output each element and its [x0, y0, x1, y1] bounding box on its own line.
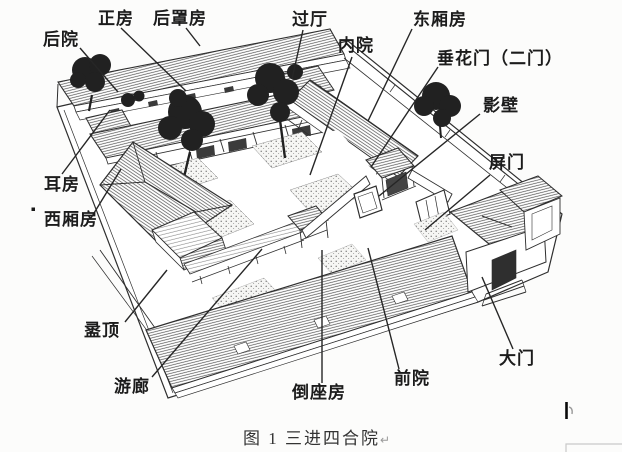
- label-festooned-gate: 垂花门（二门）: [437, 49, 563, 68]
- leader-inner-courtyard: [309, 56, 353, 176]
- label-reversed-seat-house: 倒座房: [292, 383, 346, 402]
- label-back-courtyard: 后院: [43, 30, 79, 49]
- label-veranda: 游廊: [114, 377, 150, 396]
- leader-lines: [61, 27, 514, 383]
- table-border: [565, 443, 622, 452]
- label-inner-courtyard: 内院: [338, 36, 374, 55]
- leader-rear-cover-house: [185, 27, 201, 47]
- leader-main-gate: [481, 276, 514, 350]
- text-cursor-ibeam: [565, 402, 573, 419]
- middle-wall: [301, 169, 453, 239]
- leader-main-house: [120, 27, 187, 92]
- label-main-gate: 大门: [499, 349, 535, 368]
- label-screen-door: 屏门: [489, 153, 525, 172]
- figure-caption: 图 1 三进四合院↵: [243, 429, 390, 449]
- screen-wall-panel: [353, 185, 383, 219]
- label-flat-top-roof: 盝顶: [84, 321, 120, 340]
- leader-east-wing: [367, 28, 413, 122]
- label-screen-wall: 影壁: [483, 96, 519, 115]
- reversed-seat-house-building: [145, 235, 479, 399]
- label-ear-room: 耳房: [44, 175, 80, 194]
- label-main-house: 正房: [98, 9, 134, 28]
- leader-screen-door: [424, 174, 491, 231]
- label-rear-cover-house: 后罩房: [153, 9, 207, 28]
- paragraph-return-mark: ↵: [380, 433, 391, 447]
- label-east-wing: 东厢房: [413, 10, 467, 29]
- leader-ear-room: [61, 109, 111, 175]
- figure-caption-text: 图 1 三进四合院: [243, 429, 380, 448]
- leader-back-courtyard: [79, 47, 119, 93]
- leader-veranda: [151, 248, 263, 378]
- leader-screen-wall: [378, 113, 481, 197]
- veranda-walkway: [91, 221, 305, 341]
- label-west-wing: 西厢房: [44, 210, 98, 229]
- leader-front-courtyard: [367, 247, 400, 370]
- main-gate-building: [448, 175, 563, 307]
- leader-passage-hall: [291, 29, 304, 80]
- flat-top-roof-building: [151, 211, 227, 271]
- label-passage-hall: 过厅: [292, 10, 328, 29]
- leader-festooned-gate: [370, 66, 439, 168]
- leader-west-wing: [90, 168, 122, 219]
- label-front-courtyard: 前院: [394, 369, 430, 388]
- leader-flat-top-roof: [124, 269, 168, 323]
- stray-mark: [31, 207, 35, 211]
- tree: [70, 54, 461, 183]
